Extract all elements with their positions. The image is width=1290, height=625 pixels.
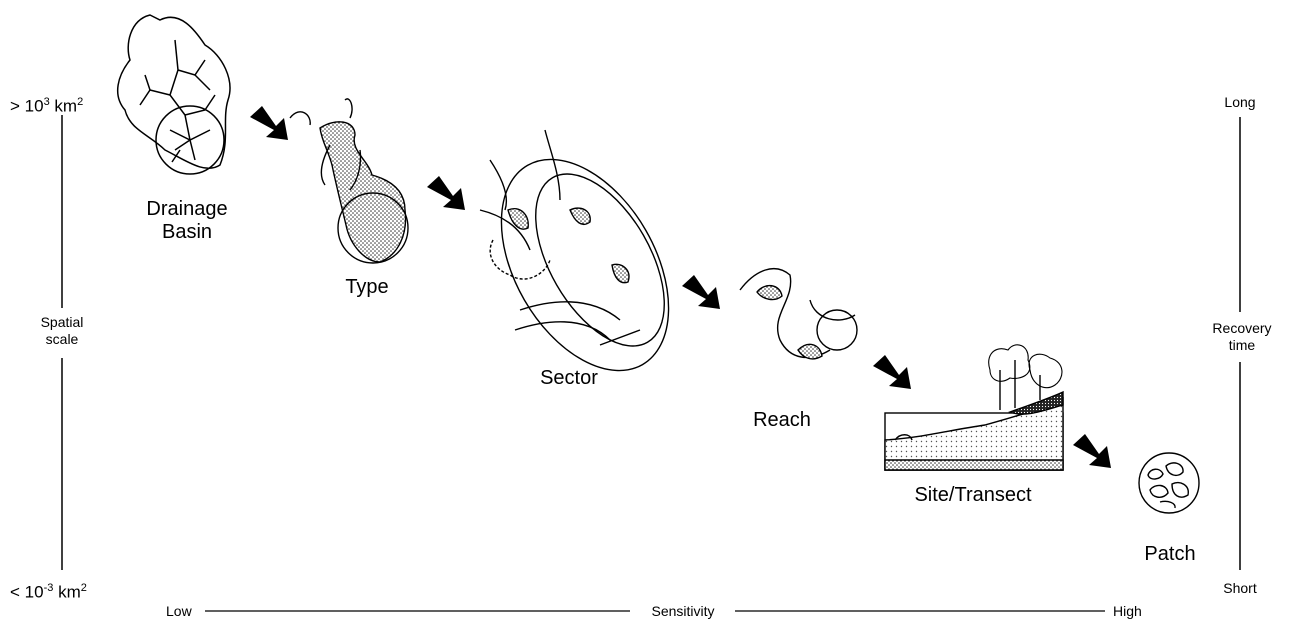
recovery-time-title: Recovery time bbox=[1212, 320, 1272, 353]
patch-drawing bbox=[1138, 452, 1200, 514]
arrow-3 bbox=[682, 275, 720, 309]
stage-label-patch: Patch bbox=[1144, 543, 1196, 565]
stage-label-drainage-basin: Drainage Basin bbox=[146, 198, 228, 243]
sensitivity-high-label: High bbox=[1113, 603, 1142, 619]
sensitivity-title: Sensitivity bbox=[651, 603, 715, 619]
stage-label-type: Type bbox=[345, 276, 389, 298]
sector-drawing bbox=[479, 129, 670, 372]
spatial-scale-top-label: > 103 km2 bbox=[10, 96, 84, 116]
arrow-1 bbox=[250, 106, 288, 140]
recovery-time-bottom-label: Short bbox=[1223, 580, 1257, 596]
arrow-4 bbox=[873, 355, 911, 389]
recovery-time-top-label: Long bbox=[1224, 94, 1256, 110]
reach-drawing bbox=[739, 267, 858, 360]
stage-label-reach: Reach bbox=[753, 409, 811, 431]
type-drawing bbox=[289, 98, 409, 264]
drainage-basin-drawing bbox=[116, 14, 231, 175]
arrow-5 bbox=[1073, 434, 1111, 468]
arrows bbox=[250, 106, 1111, 468]
arrow-2 bbox=[427, 176, 465, 210]
stage-label-site-transect: Site/Transect bbox=[914, 484, 1032, 506]
spatial-scale-title: Spatial scale bbox=[40, 314, 84, 347]
sensitivity-low-label: Low bbox=[166, 603, 192, 619]
stage-label-sector: Sector bbox=[540, 367, 598, 389]
site-transect-drawing bbox=[884, 344, 1064, 471]
spatial-scale-bottom-label: < 10-3 km2 bbox=[10, 582, 87, 602]
